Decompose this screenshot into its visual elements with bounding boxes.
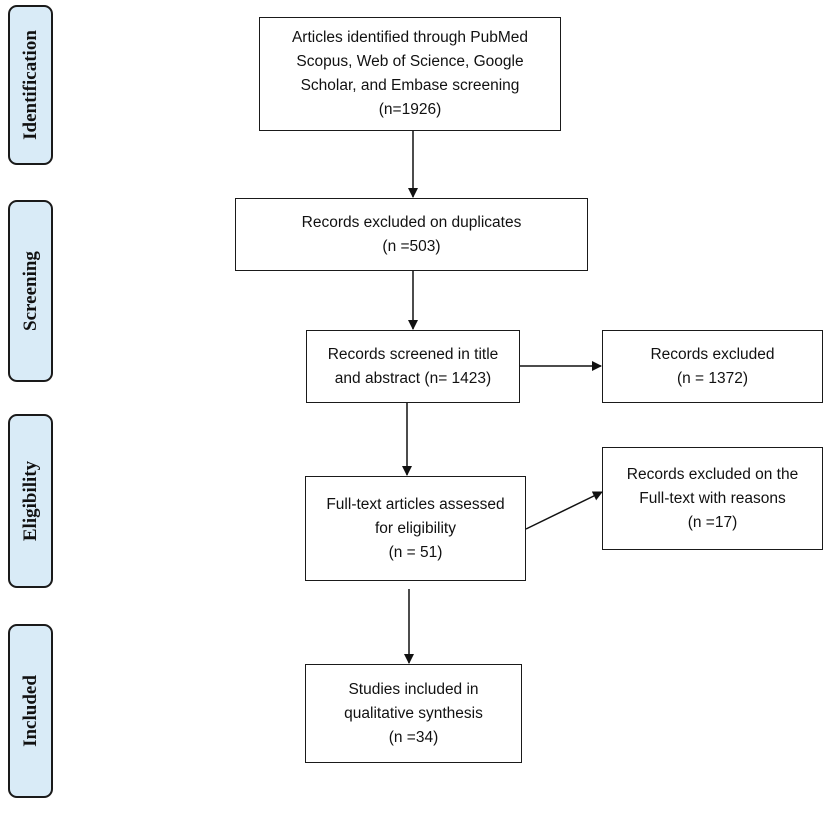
box-fulltext-assessed: Full-text articles assessed for eligibil… bbox=[305, 476, 526, 581]
box-line: Studies included in bbox=[348, 680, 479, 698]
box-articles-identified-text: Articles identified through PubMed Scopu… bbox=[292, 26, 528, 122]
box-line: (n =503) bbox=[382, 237, 441, 255]
box-line: (n = 51) bbox=[388, 543, 443, 561]
stage-identification: Identification bbox=[8, 5, 53, 165]
box-articles-identified: Articles identified through PubMed Scopu… bbox=[259, 17, 561, 131]
box-studies-included-text: Studies included in qualitative synthesi… bbox=[344, 678, 483, 750]
box-records-excluded-text: Records excluded (n = 1372) bbox=[650, 343, 774, 391]
box-records-duplicates-text: Records excluded on duplicates (n =503) bbox=[302, 211, 522, 259]
box-line: Full-text articles assessed bbox=[326, 495, 505, 513]
stage-eligibility: Eligibility bbox=[8, 414, 53, 588]
box-line: Scopus, Web of Science, Google bbox=[296, 53, 524, 70]
box-records-excluded-fulltext: Records excluded on the Full-text with r… bbox=[602, 447, 823, 550]
box-records-excluded: Records excluded (n = 1372) bbox=[602, 330, 823, 403]
box-line: Records excluded on the bbox=[626, 465, 799, 483]
box-records-duplicates: Records excluded on duplicates (n =503) bbox=[235, 198, 588, 271]
stage-included: Included bbox=[8, 624, 53, 798]
box-line: and abstract (n= 1423) bbox=[334, 369, 492, 387]
box-line: (n = 1372) bbox=[676, 369, 749, 387]
box-line: Records excluded bbox=[650, 345, 775, 363]
box-line: qualitative synthesis bbox=[344, 704, 483, 722]
box-records-screened-text: Records screened in title and abstract (… bbox=[328, 343, 499, 391]
box-records-screened: Records screened in title and abstract (… bbox=[306, 330, 520, 403]
box-line: Full-text with reasons bbox=[639, 489, 786, 507]
box-line: Scholar, and Embase screening bbox=[300, 77, 520, 94]
box-studies-included: Studies included in qualitative synthesi… bbox=[305, 664, 522, 763]
box-line: Records screened in title bbox=[327, 345, 499, 363]
box-line: Records excluded on duplicates bbox=[301, 213, 522, 231]
box-fulltext-assessed-text: Full-text articles assessed for eligibil… bbox=[326, 493, 504, 565]
stage-screening: Screening bbox=[8, 200, 53, 382]
box-line: for eligibility bbox=[375, 519, 456, 537]
box-line: (n =34) bbox=[388, 728, 439, 746]
box-line: Articles identified through PubMed bbox=[291, 29, 529, 46]
arrow-fulltext-to-excluded bbox=[525, 491, 603, 530]
box-records-excluded-fulltext-text: Records excluded on the Full-text with r… bbox=[627, 463, 798, 535]
box-line: (n =17) bbox=[687, 513, 738, 531]
box-line: (n=1926) bbox=[378, 101, 442, 118]
